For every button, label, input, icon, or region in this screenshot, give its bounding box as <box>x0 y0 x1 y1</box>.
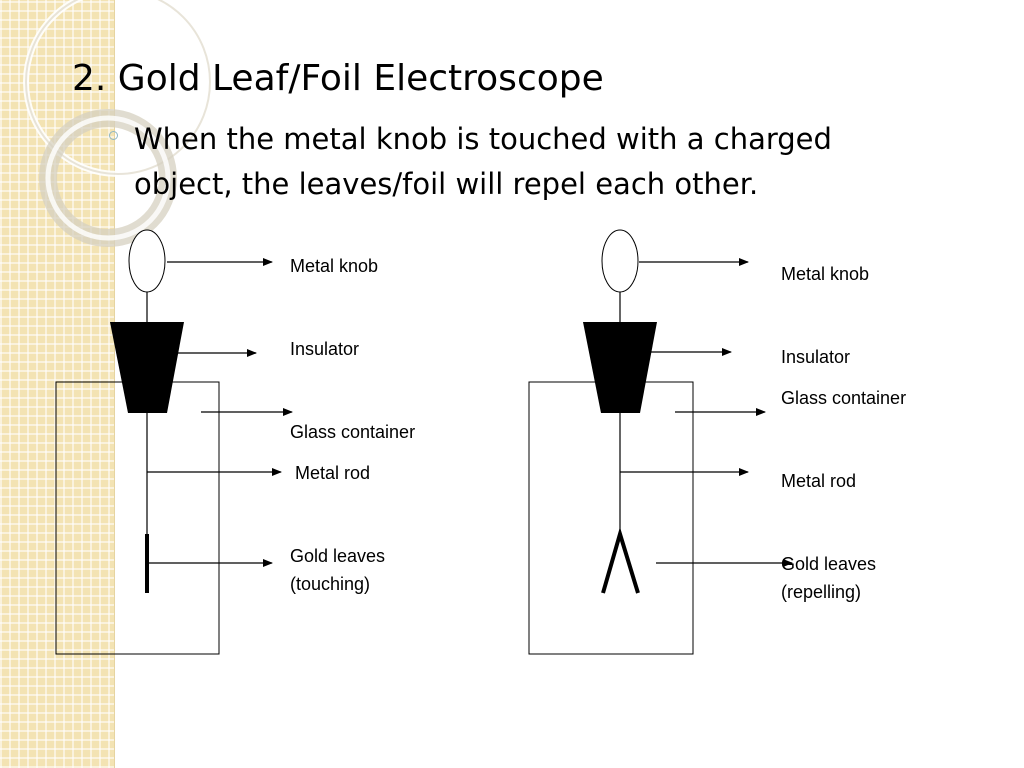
left-glass-container <box>55 381 220 655</box>
right-label-insulator: Insulator <box>781 347 851 367</box>
left-label-glass-container: Glass container <box>290 422 416 442</box>
left-electroscope <box>55 229 293 655</box>
decorative-circles <box>23 0 213 247</box>
right-label-metal-knob: Metal knob <box>781 264 870 284</box>
left-label-metal-knob: Metal knob <box>290 256 379 276</box>
right-metal-knob <box>601 229 639 293</box>
right-glass-container <box>528 381 694 655</box>
left-label-gold-leaves: Gold leaves (touching) <box>290 546 386 594</box>
left-insulator <box>110 322 184 413</box>
left-label-metal-rod: Metal rod <box>290 463 371 483</box>
slide-title: 2. Gold Leaf/Foil Electroscope <box>72 58 604 99</box>
right-insulator <box>583 322 657 413</box>
bullet-marker-icon <box>109 131 118 140</box>
bullet-text: When the metal knob is touched with a ch… <box>134 122 832 201</box>
right-label-gold-leaves: Gold leaves (repelling) <box>781 554 877 602</box>
right-electroscope <box>528 229 793 655</box>
left-metal-knob <box>128 229 166 293</box>
right-label-metal-rod: Metal rod <box>781 471 857 491</box>
right-label-glass-container: Glass container <box>781 388 907 408</box>
left-label-insulator: Insulator <box>290 339 360 359</box>
right-gold-leaves-repelling <box>601 526 640 594</box>
